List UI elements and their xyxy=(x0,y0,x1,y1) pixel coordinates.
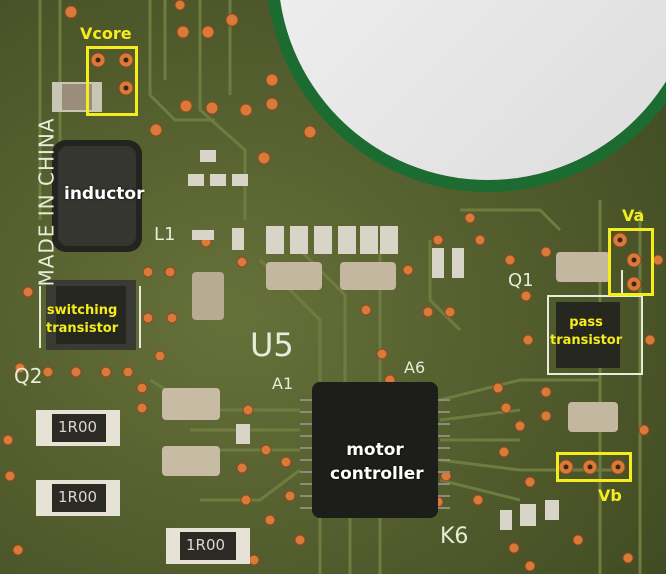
inductor-label: inductor xyxy=(64,184,145,204)
va-label: Va xyxy=(622,206,645,225)
made-in-china-text: MADE IN CHINA xyxy=(34,117,59,287)
vb-highlight-box xyxy=(556,452,632,482)
motor-controller-ic xyxy=(300,382,450,518)
switching-transistor-line-2: transistor xyxy=(46,321,119,336)
sense-resistors xyxy=(36,410,250,564)
resistor-marking: 1R00 xyxy=(58,418,98,436)
q2-label: Q2 xyxy=(14,364,43,388)
resistor-marking: 1R00 xyxy=(58,488,98,506)
va-highlight-box xyxy=(608,228,654,296)
switching-transistor-line-1: switching xyxy=(46,303,118,318)
capacitor-vcore xyxy=(52,82,102,112)
motor-controller-label: motor controller xyxy=(330,438,424,486)
spindle-cutout xyxy=(268,0,666,192)
pass-transistor-part xyxy=(547,295,643,375)
u5-label: U5 xyxy=(250,326,294,364)
small-smd-parts xyxy=(188,150,559,530)
switching-transistor-label: switching transistor xyxy=(46,302,118,338)
motor-controller-line-1: motor xyxy=(346,440,404,460)
k6-label: K6 xyxy=(440,524,469,549)
capacitors xyxy=(162,252,618,476)
l1-label: L1 xyxy=(154,224,176,245)
a6-label: A6 xyxy=(404,358,426,377)
a1-label: A1 xyxy=(272,374,294,393)
pass-transistor-label: pass transistor xyxy=(550,314,622,350)
vcore-label: Vcore xyxy=(80,24,132,43)
resistor-marking: 1R00 xyxy=(186,536,226,554)
silkscreen-outlines xyxy=(39,270,623,348)
vb-label: Vb xyxy=(598,486,622,505)
vcore-highlight-box xyxy=(86,46,138,116)
switching-transistor-part xyxy=(46,280,136,350)
pass-transistor-line-1: pass xyxy=(569,315,603,330)
pass-transistor-line-2: transistor xyxy=(550,333,623,348)
motor-controller-line-2: controller xyxy=(330,464,424,484)
q1-label: Q1 xyxy=(508,270,534,291)
inductor-part xyxy=(52,140,142,252)
